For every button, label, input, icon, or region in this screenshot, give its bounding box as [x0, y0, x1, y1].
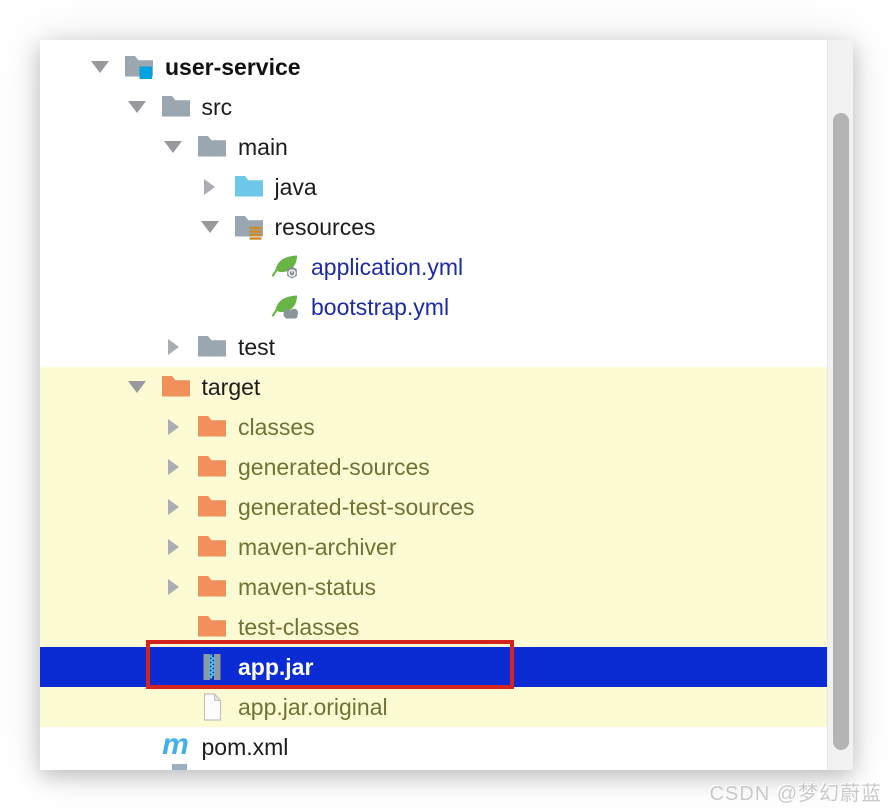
tree-item-label: target [201, 373, 261, 400]
tree-row-classes[interactable]: classes [40, 407, 827, 447]
tree-row-generated-sources[interactable]: generated-sources [40, 447, 827, 487]
chevron-right-icon[interactable] [163, 578, 183, 596]
excluded-folder-icon [197, 411, 227, 443]
tree-row-pom.xml[interactable]: m pom.xml [40, 727, 827, 767]
tree-row-main[interactable]: main [40, 127, 827, 167]
tree-item-label: test [238, 333, 276, 360]
tree-row-target[interactable]: target [40, 367, 827, 407]
tree-row-app.jar[interactable]: app.jar [40, 647, 827, 687]
tree-row-user-service[interactable]: user-service [40, 47, 827, 87]
scrollbar-thumb[interactable] [833, 113, 849, 750]
tree-row-maven-archiver[interactable]: maven-archiver [40, 527, 827, 567]
arrow-spacer [163, 618, 183, 636]
arrow-spacer [163, 698, 183, 716]
tree-row-bootstrap.yml[interactable]: bootstrap.yml [40, 287, 827, 327]
file-icon [197, 691, 227, 723]
sources-folder-icon [234, 171, 264, 203]
excluded-folder-icon [197, 491, 227, 523]
arrow-spacer [236, 258, 256, 276]
excluded-folder-icon [161, 371, 191, 403]
arrow-spacer [127, 738, 147, 756]
tree-row-test-classes[interactable]: test-classes [40, 607, 827, 647]
tree-item-label: java [274, 173, 317, 200]
folder-icon [161, 91, 191, 123]
tree-item-label: generated-test-sources [238, 493, 475, 520]
tree-item-label: classes [238, 413, 315, 440]
tree-item-label: app.jar [238, 653, 314, 680]
excluded-folder-icon [197, 571, 227, 603]
resources-folder-icon [234, 211, 264, 243]
chevron-down-icon[interactable] [200, 218, 220, 236]
tree-item-label: generated-sources [238, 453, 430, 480]
spring-boot-config-icon [270, 251, 300, 283]
tree-row-resources[interactable]: resources [40, 207, 827, 247]
tree-item-label: bootstrap.yml [311, 293, 450, 320]
tree-item-label: pom.xml [201, 733, 289, 760]
tree-row-app.jar.original[interactable]: app.jar.original [40, 687, 827, 727]
spring-cloud-config-icon [270, 291, 300, 323]
tree-item-label: resources [274, 213, 376, 240]
chevron-down-icon[interactable] [127, 98, 147, 116]
excluded-folder-icon [197, 451, 227, 483]
module-folder-icon [124, 51, 154, 83]
maven-icon: m [162, 728, 189, 761]
tree-row-test[interactable]: test [40, 327, 827, 367]
chevron-right-icon[interactable] [163, 498, 183, 516]
tree-row-java[interactable]: java [40, 167, 827, 207]
watermark-text: CSDN @梦幻蔚蓝 [709, 783, 882, 805]
chevron-down-icon[interactable] [127, 378, 147, 396]
chevron-down-icon[interactable] [90, 58, 110, 76]
chevron-right-icon[interactable] [163, 458, 183, 476]
tree-item-label: main [238, 133, 288, 160]
tree-row-generated-test-sources[interactable]: generated-test-sources [40, 487, 827, 527]
tree-item-label: app.jar.original [238, 693, 388, 720]
folder-icon [197, 131, 227, 163]
scrollbar-track[interactable] [827, 40, 853, 770]
tree-item-label: test-classes [238, 613, 360, 640]
folder-icon [197, 331, 227, 363]
arrow-spacer [236, 298, 256, 316]
arrow-spacer [163, 658, 183, 676]
tree-item-label: user-service [165, 53, 301, 80]
tree-item-label: maven-archiver [238, 533, 397, 560]
tree-item-label: application.yml [311, 253, 464, 280]
chevron-right-icon[interactable] [163, 418, 183, 436]
tree-row-src[interactable]: src [40, 87, 827, 127]
partial-next-row-icon [172, 764, 187, 770]
chevron-right-icon[interactable] [163, 338, 183, 356]
chevron-right-icon[interactable] [163, 538, 183, 556]
tree-row-application.yml[interactable]: application.yml [40, 247, 827, 287]
excluded-folder-icon [197, 611, 227, 643]
tree-item-label: src [201, 93, 233, 120]
excluded-folder-icon [197, 531, 227, 563]
tree-item-label: maven-status [238, 573, 377, 600]
jar-archive-icon [197, 651, 227, 683]
chevron-right-icon[interactable] [200, 178, 220, 196]
tree-row-maven-status[interactable]: maven-status [40, 567, 827, 607]
chevron-down-icon[interactable] [163, 138, 183, 156]
